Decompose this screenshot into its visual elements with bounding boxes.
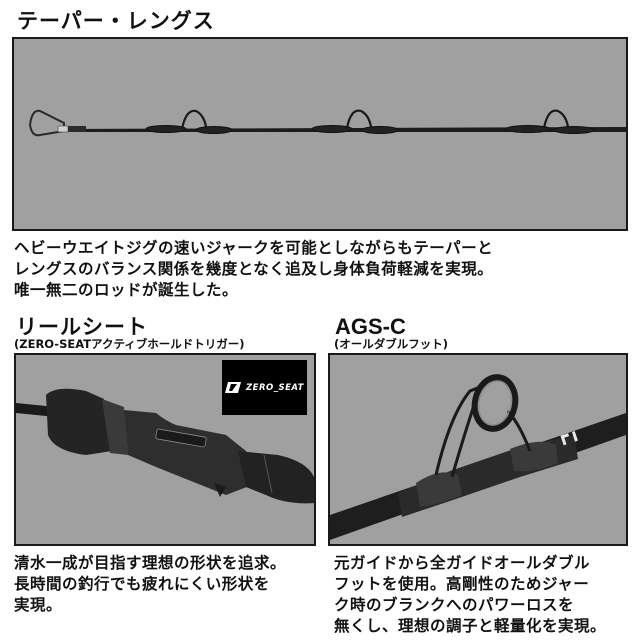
zero-seat-logo-icon	[225, 382, 241, 393]
zero-seat-logo-text: ZERO_SEAT	[246, 382, 304, 393]
reel-seat-subtitle: (ZERO-SEATアクティブホールドトリガー)	[14, 337, 245, 351]
taper-section-title: テーパー・レングス	[17, 9, 215, 33]
description-line: 唯一無二のロッドが誕生した。	[14, 281, 239, 299]
description-line: 元ガイドから全ガイドオールダブル	[334, 554, 591, 572]
description-line: 長時間の釣行でも疲れにくい形状を	[14, 575, 270, 593]
ags-guide-image	[328, 353, 628, 546]
reel-seat-image: ZERO_SEAT	[14, 353, 316, 546]
description-line: 無くし、理想の調子と軽量化を実現。	[334, 617, 607, 635]
reel-seat-description: 清水一成が目指す理想の形状を追求。 長時間の釣行でも疲れにくい形状を 実現。	[14, 553, 286, 616]
taper-description: ヘビーウエイトジグの速いジャークを可能としながらもテーパーと レングスのバランス…	[14, 238, 493, 301]
ags-title: AGS-C	[335, 314, 406, 339]
description-line: フットを使用。高剛性のためジャー	[334, 575, 590, 593]
description-line: 清水一成が目指す理想の形状を追求。	[14, 554, 287, 572]
ags-subtitle: (オールダブルフット)	[334, 337, 449, 351]
ags-description: 元ガイドから全ガイドオールダブル フットを使用。高剛性のためジャー ク時のブラン…	[334, 553, 606, 637]
ags-guide-illustration	[330, 374, 626, 540]
reel-seat-illustration	[16, 388, 314, 504]
rod-taper-image	[12, 37, 628, 231]
zero-seat-logo: ZERO_SEAT	[222, 360, 307, 415]
fishing-rod-illustration	[28, 109, 626, 137]
reel-seat-title: リールシート	[16, 315, 148, 339]
description-line: レングスのバランス関係を幾度となく追及し身体負荷軽減を実現。	[14, 260, 494, 278]
description-line: ク時のブランクへのパワーロスを	[334, 596, 575, 614]
description-line: 実現。	[14, 596, 63, 614]
description-line: ヘビーウエイトジグの速いジャークを可能としながらもテーパーと	[14, 239, 494, 257]
